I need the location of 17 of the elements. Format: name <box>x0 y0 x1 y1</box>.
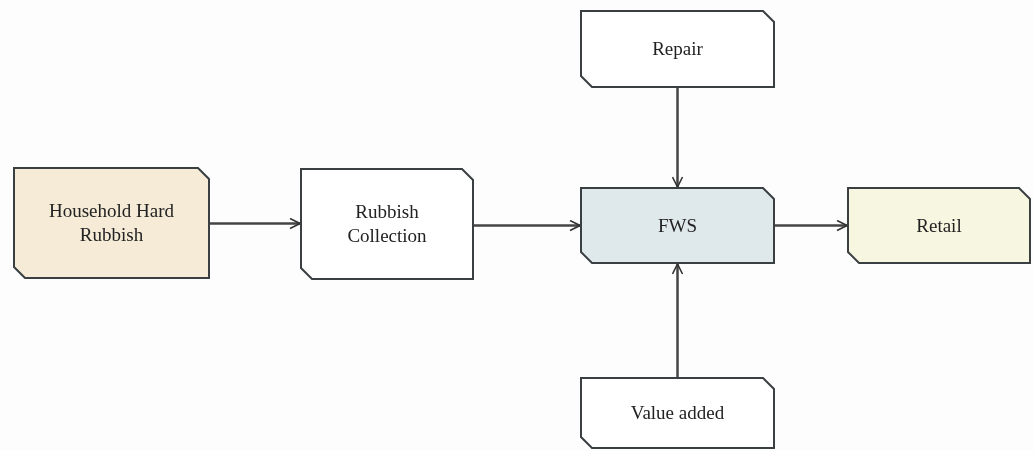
arrow <box>210 217 301 230</box>
box-label: Repair <box>652 37 703 61</box>
box-label: FWS <box>657 213 698 238</box>
box-label: Rubbish Collection <box>346 200 428 248</box>
box-label: Value added <box>630 401 725 425</box>
process-box <box>13 167 210 279</box>
box-label: Retail <box>916 213 962 238</box>
process-box <box>580 187 775 264</box>
arrow <box>474 219 581 232</box>
process-box <box>580 377 775 449</box>
box-label: Household Hard Rubbish <box>47 199 176 247</box>
arrow <box>775 219 848 232</box>
arrow <box>671 263 684 377</box>
process-box <box>580 10 775 88</box>
process-box <box>847 187 1031 264</box>
process-box <box>300 168 474 280</box>
arrow <box>671 88 684 188</box>
